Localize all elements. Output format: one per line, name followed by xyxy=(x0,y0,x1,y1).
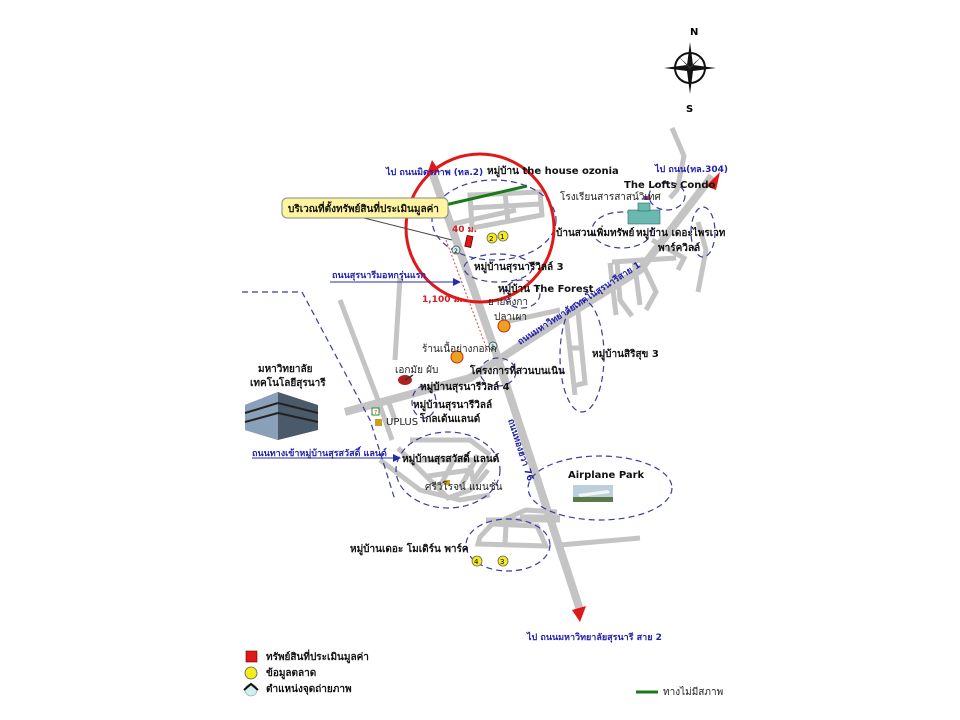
direction-arrows xyxy=(427,160,720,622)
distance-40m: 40 ม. xyxy=(452,225,477,235)
main-roads xyxy=(343,170,716,612)
market-marker-3: 3 xyxy=(497,555,509,567)
svg-text:4: 4 xyxy=(474,558,479,566)
direction-south-text: ไป ถนนมหาวิทยาลัยสุรนารี สาย 2 xyxy=(526,631,662,643)
label-golden-land-2: โกลเด้นแลนด์ xyxy=(419,412,480,425)
university-boundary xyxy=(242,291,396,501)
label-sriwirot: ศรีวิโรจน์ แมนชั่น xyxy=(425,479,503,493)
svg-text:1: 1 xyxy=(491,344,495,351)
label-ekkamai: เอกมัย ผับ xyxy=(395,365,438,376)
svg-text:2: 2 xyxy=(454,248,458,255)
label-the-forest: หมู่บ้าน The Forest xyxy=(498,283,594,296)
suan-bon-noen-outline xyxy=(479,357,517,387)
label-university-1: มหาวิทยาลัย xyxy=(258,363,313,375)
golden-land-outline xyxy=(411,385,437,419)
market-marker-2: 2 xyxy=(486,232,498,244)
legend-item-photo: ตำแหน่งจุดถ่ายภาพ xyxy=(243,682,352,697)
label-house-ozonia: หมู่บ้าน the house ozonia xyxy=(487,165,619,178)
suranaree-ville-3-outline xyxy=(463,253,533,283)
legend-item-property: ทรัพย์สินที่ประเมินมูลค่า xyxy=(245,649,369,664)
siri-suk-outline xyxy=(559,299,605,413)
market-marker-4: 4 xyxy=(471,555,483,567)
label-modern-park: หมู่บ้านเดอะ โมเดิร์น พาร์ค xyxy=(350,542,469,556)
condo-building-icon xyxy=(627,196,661,225)
label-airplane-park: Airplane Park xyxy=(568,470,645,481)
legend: ทรัพย์สินที่ประเมินมูลค่า ข้อมูลตลาด ตำแ… xyxy=(243,649,723,698)
guitar-pub-icon xyxy=(398,374,414,385)
compass-south-label: S xyxy=(686,104,693,115)
direction-northeast-text: ไป ถนน(ทล.304) xyxy=(654,163,728,175)
svg-text:ข้อมูลตลาด: ข้อมูลตลาด xyxy=(266,667,316,680)
label-suraswadi: หมู่บ้านสุรสวัสดิ์ แลนด์ xyxy=(402,451,499,466)
road-label-suraswadi: ถนนทางเข้าหมู่บ้านสุรสวัสดิ์ แลนด์ xyxy=(252,446,387,459)
legend-market-icon xyxy=(244,666,258,680)
arrow-north-icon xyxy=(427,160,440,174)
label-school: โรงเรียนสารสาสน์วิเทศ xyxy=(560,190,661,203)
label-lofts: The Lofts Condo xyxy=(624,180,715,191)
photo-point-2: 2 xyxy=(451,245,461,255)
place-labels: หมู่บ้าน the house ozonia โรงเรียนสารสาส… xyxy=(250,165,726,556)
seven-eleven-icon: 7 xyxy=(371,407,380,416)
legend-property-icon xyxy=(245,650,258,663)
airplane-photo-icon xyxy=(573,485,613,502)
direction-north-text: ไป ถนนมิตรภาพ (ทล.2) xyxy=(385,166,483,178)
private-park-area-outline xyxy=(690,206,716,258)
svg-text:ตำแหน่งจุดถ่ายภาพ: ตำแหน่งจุดถ่ายภาพ xyxy=(266,683,352,695)
road-thongwa-76 xyxy=(428,170,584,612)
uplus-icon xyxy=(375,419,382,426)
svg-text:1: 1 xyxy=(500,233,504,241)
label-yai-lang: ยายลังกา xyxy=(488,297,528,308)
market-marker-1: 1 xyxy=(497,230,509,242)
arrow-south-icon xyxy=(572,606,586,622)
road-label-suranaree-old: ถนนสุรนารีมอหกรุ่นแรก xyxy=(332,270,426,281)
label-siri-suk: หมู่บ้านสิริสุข 3 xyxy=(592,348,659,361)
label-private-park-2: พาร์ควิลล์ xyxy=(658,242,700,254)
label-suranaree-ville-3: หมู่บ้านสุรนารีวิลล์ 3 xyxy=(474,261,564,274)
legend-photo-icon xyxy=(244,683,258,697)
callout-text: บริเวณที่ตั้งทรัพย์สินที่ประเมินมูลค่า xyxy=(288,201,439,216)
label-suan-perm: บ้านสวนเพิ่มทรัพย์ xyxy=(556,225,635,239)
label-golden-land-1: หมู่บ้านสุรนารีวิลล์ xyxy=(413,399,492,412)
compass-rose-icon: N S xyxy=(664,27,716,115)
legend-item-no-road: ทางไม่มีสภาพ xyxy=(636,686,723,698)
svg-text:ทางไม่มีสภาพ: ทางไม่มีสภาพ xyxy=(663,686,723,698)
property-callout: บริเวณที่ตั้งทรัพย์สินที่ประเมินมูลค่า xyxy=(281,197,453,241)
market-markers: 2 1 4 3 xyxy=(471,230,509,567)
suraswadi-outline xyxy=(395,431,501,509)
road-suranaree-uni-1 xyxy=(343,173,716,416)
label-private-park-1: หมู่บ้าน เดอะไพรเวท xyxy=(636,226,726,240)
property-marker-icon xyxy=(464,235,474,248)
university-building-icon xyxy=(244,392,319,440)
label-suranaree-ville-4: หมู่บ้านสุรนารีวิลล์ 4 xyxy=(420,381,510,394)
legend-item-market: ข้อมูลตลาด xyxy=(244,666,316,680)
the-forest-outline xyxy=(503,279,541,309)
svg-text:ทรัพย์สินที่ประเมินมูลค่า: ทรัพย์สินที่ประเมินมูลค่า xyxy=(266,649,369,664)
restaurant-icon xyxy=(450,319,511,364)
modern-park-outline xyxy=(465,518,551,572)
label-meat-shop: ร้านเนื้อย่างกอกก xyxy=(422,341,497,355)
svg-text:2: 2 xyxy=(489,235,493,243)
sriwirot-icon xyxy=(444,480,450,485)
label-pla-pao: ปลาเผา xyxy=(494,312,527,323)
compass-north-label: N xyxy=(690,27,698,38)
distance-1100m: 1,100 ม. xyxy=(422,295,463,305)
ozonia-area-outline xyxy=(431,179,557,261)
area-outlines xyxy=(242,179,716,572)
arrow-northeast-icon xyxy=(706,172,720,190)
unusable-road-line xyxy=(444,184,528,207)
suan-perm-area-outline xyxy=(591,211,653,249)
label-uplus: UPLUS xyxy=(386,417,418,428)
airplane-park-outline xyxy=(527,455,673,521)
photo-point-1: 1 xyxy=(488,341,498,351)
label-university-2: เทคโนโลยีสุรนารี xyxy=(250,376,326,389)
label-suan-bon-noen: โครงการที่สวนบนเนิน xyxy=(469,363,565,377)
svg-text:7: 7 xyxy=(374,410,377,416)
svg-text:3: 3 xyxy=(500,558,504,566)
